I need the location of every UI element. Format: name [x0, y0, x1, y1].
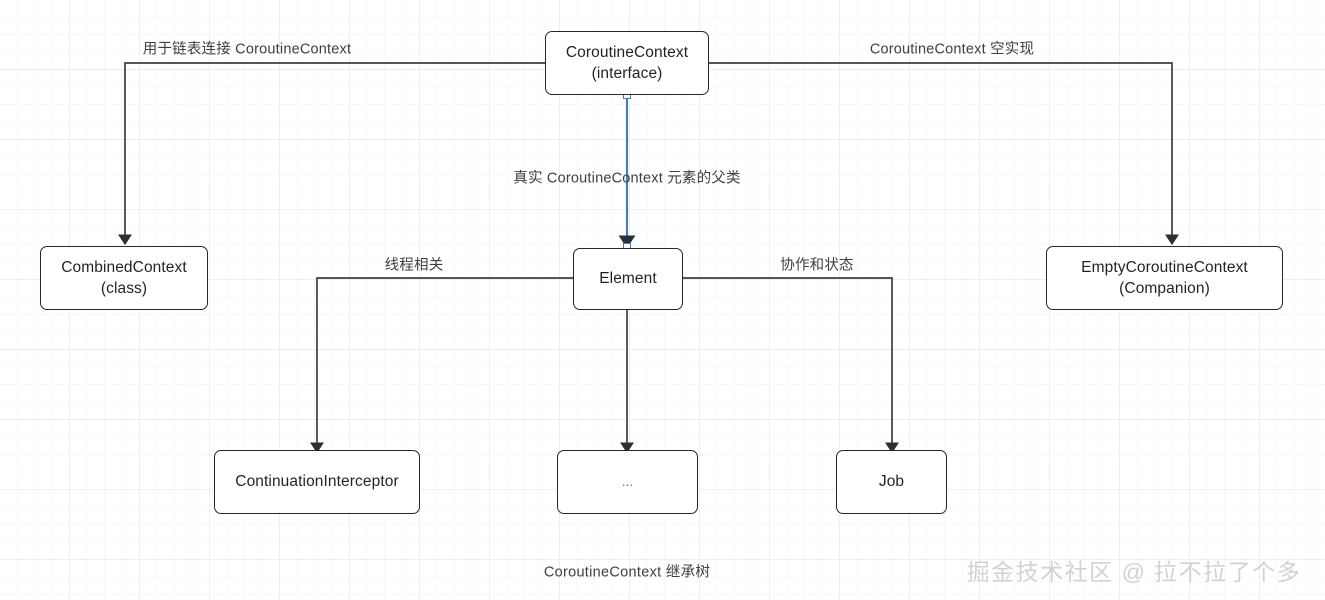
node-ellipsis-title: ...: [621, 474, 634, 490]
node-coroutinecontext-subtitle: (interface): [591, 65, 663, 82]
node-coroutinecontext-title: CoroutineContext: [565, 43, 689, 61]
node-coroutinecontext[interactable]: CoroutineContext (interface): [545, 31, 709, 95]
edge-label-element-to-job: 协作和状态: [780, 257, 854, 274]
node-element-title: Element: [599, 270, 657, 288]
node-combinedcontext-subtitle: (class): [100, 280, 148, 297]
edge-label-cc-to-combined: 用于链表连接 CoroutineContext: [142, 41, 352, 58]
node-emptycoroutinecontext[interactable]: EmptyCoroutineContext (Companion): [1046, 246, 1283, 310]
edge-element-to-job: [683, 277, 899, 454]
edge-label-element-to-interceptor: 线程相关: [384, 257, 444, 274]
diagram-caption: CoroutineContext 继承树: [543, 564, 711, 581]
node-ellipsis[interactable]: ...: [557, 450, 698, 514]
node-combinedcontext[interactable]: CombinedContext (class): [40, 246, 208, 310]
edge-label-cc-to-element: 真实 CoroutineContext 元素的父类: [513, 170, 741, 187]
edge-cc-to-empty: [709, 62, 1179, 246]
edge-label-cc-to-empty: CoroutineContext 空实现: [869, 41, 1035, 58]
node-emptycoroutinecontext-subtitle: (Companion): [1119, 280, 1210, 297]
node-continuationinterceptor[interactable]: ContinuationInterceptor: [214, 450, 420, 514]
edge-cc-to-combined: [118, 62, 545, 246]
node-emptycoroutinecontext-title: EmptyCoroutineContext: [1081, 258, 1248, 276]
node-job[interactable]: Job: [836, 450, 947, 514]
node-continuationinterceptor-title: ContinuationInterceptor: [235, 473, 399, 491]
node-combinedcontext-title: CombinedContext: [61, 258, 187, 276]
node-element[interactable]: Element: [573, 248, 683, 310]
watermark: 掘金技术社区 @ 拉不拉了个多: [966, 559, 1302, 585]
node-job-title: Job: [878, 473, 905, 491]
edge-element-to-interceptor: [310, 277, 573, 454]
